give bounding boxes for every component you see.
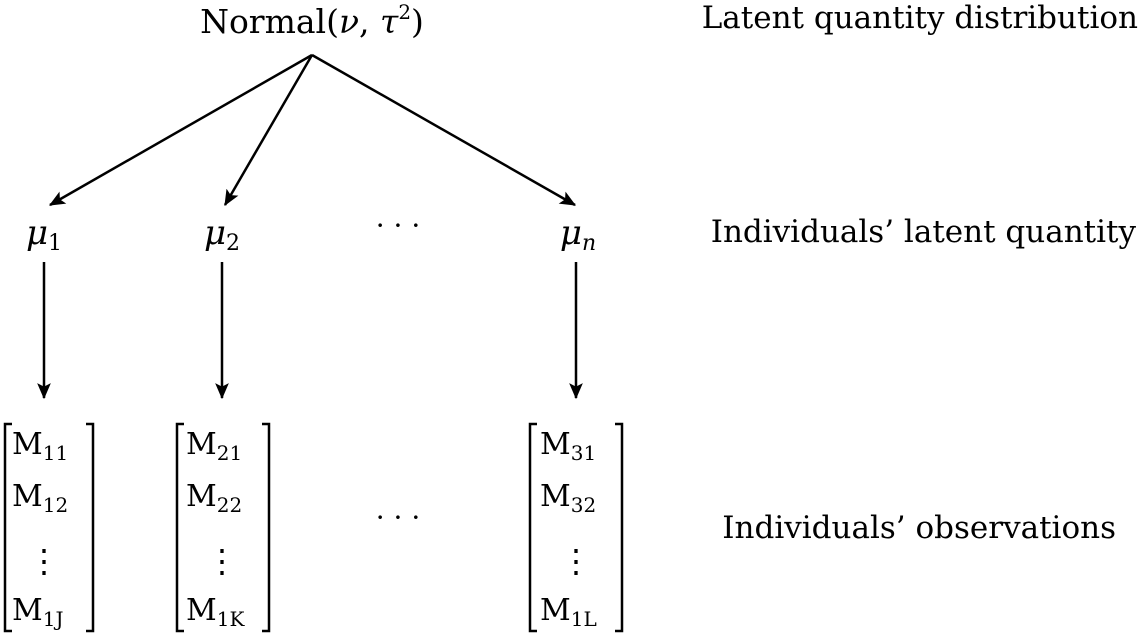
obs-1-vdots: ⋮ bbox=[28, 542, 60, 580]
bracket-right bbox=[86, 422, 95, 633]
arrow-to-mu-n bbox=[311, 53, 576, 207]
param-comma: , bbox=[359, 2, 370, 41]
latent-ellipsis: · · · bbox=[376, 209, 421, 242]
close-paren: ) bbox=[411, 2, 424, 41]
arrow-to-mu-2 bbox=[223, 54, 314, 206]
bracket-left bbox=[3, 422, 12, 633]
param-nu: ν bbox=[339, 2, 359, 41]
obs-1-row-1: M11 bbox=[12, 427, 68, 465]
obs-1-row-2: M12 bbox=[12, 479, 68, 517]
observation-ellipsis: · · · bbox=[376, 501, 421, 534]
obs-3-row-last: M1L bbox=[540, 593, 597, 631]
observation-vector-1: M11 M12 ⋮ M1J bbox=[3, 422, 95, 633]
obs-1-row-last: M1J bbox=[12, 593, 63, 631]
bracket-left bbox=[528, 422, 537, 633]
latent-node-mu-2: μ2 bbox=[204, 213, 240, 256]
bracket-right bbox=[615, 422, 624, 633]
top-distribution-node: Normal(ν, τ2) bbox=[200, 0, 424, 41]
latent-to-observation-arrows bbox=[37, 262, 583, 400]
obs-3-row-2: M32 bbox=[540, 479, 596, 517]
level-label-top: Latent quantity distribution bbox=[702, 0, 1138, 36]
obs-2-row-1: M21 bbox=[186, 427, 242, 465]
obs-2-vdots: ⋮ bbox=[206, 542, 238, 580]
level-label-middle: Individuals’ latent quantity bbox=[711, 214, 1137, 250]
latent-node-mu-1: μ1 bbox=[26, 213, 62, 256]
obs-2-row-2: M22 bbox=[186, 479, 242, 517]
level-label-bottom: Individuals’ observations bbox=[722, 510, 1116, 546]
bracket-right bbox=[262, 422, 271, 633]
obs-3-vdots: ⋮ bbox=[560, 542, 592, 580]
observation-vector-2: M21 M22 ⋮ M1K bbox=[175, 422, 271, 633]
top-to-latent-arrows bbox=[49, 53, 576, 207]
observation-vector-3: M31 M32 ⋮ M1L bbox=[528, 422, 624, 633]
distribution-name: Normal bbox=[200, 2, 326, 41]
param-tau: τ bbox=[380, 2, 399, 41]
param-tau-exponent: 2 bbox=[398, 0, 411, 24]
latent-node-mu-n: μn bbox=[560, 213, 596, 256]
obs-3-row-1: M31 bbox=[540, 427, 596, 465]
arrow-to-mu-1 bbox=[49, 53, 313, 207]
bracket-left bbox=[175, 422, 184, 633]
open-paren: ( bbox=[326, 2, 339, 41]
obs-2-row-last: M1K bbox=[186, 593, 245, 631]
